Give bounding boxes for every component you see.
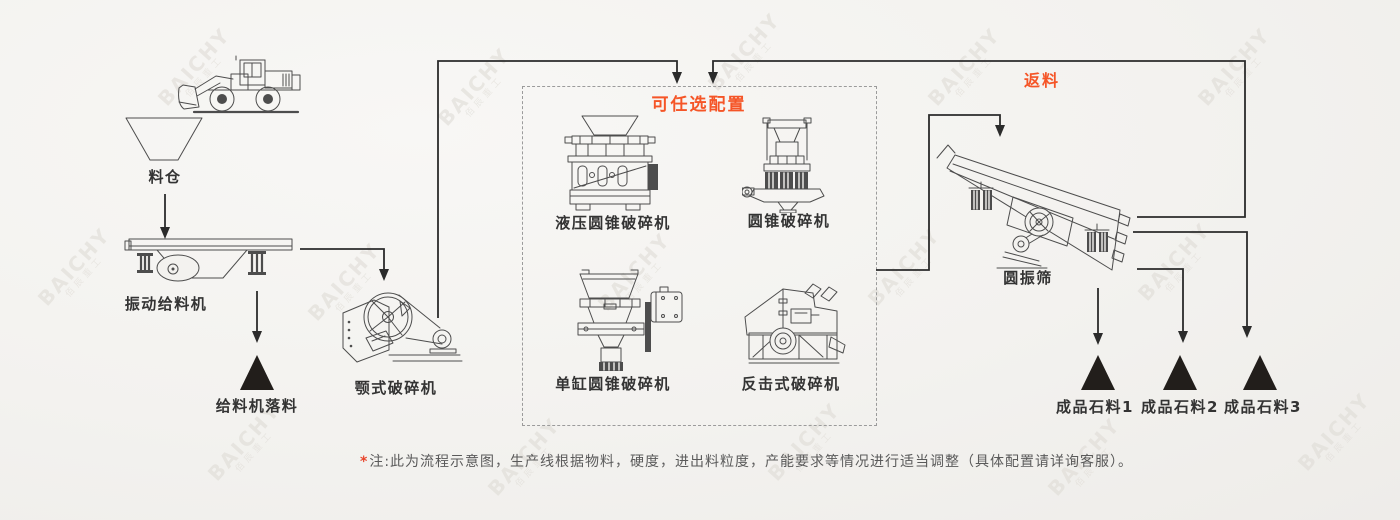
disclaimer-note: *注:此为流程示意图，生产线根据物料，硬度，进出料粒度，产能要求等情况进行适当调… bbox=[360, 451, 1133, 471]
label-optional-config: 可任选配置 bbox=[651, 95, 747, 115]
label-feeder: 振动给料机 bbox=[124, 295, 208, 313]
hydraulic-cone-crusher-icon bbox=[564, 115, 658, 211]
optional-config-box bbox=[522, 86, 877, 426]
cone-crusher-icon bbox=[742, 117, 825, 213]
label-product2: 成品石料2 bbox=[1141, 398, 1219, 416]
label-hydraulic-cone: 液压圆锥破碎机 bbox=[555, 214, 671, 232]
hopper-icon bbox=[125, 117, 203, 161]
product3-triangle bbox=[1243, 355, 1277, 390]
single-cylinder-cone-crusher-icon bbox=[577, 269, 683, 371]
jaw-crusher-icon bbox=[342, 292, 463, 363]
label-product1: 成品石料1 bbox=[1056, 398, 1134, 416]
label-feeder-drop: 给料机落料 bbox=[215, 397, 299, 415]
drop-pile-triangle bbox=[240, 355, 274, 390]
label-vibrating-screen: 圆振筛 bbox=[1003, 269, 1053, 287]
product1-triangle bbox=[1081, 355, 1115, 390]
note-asterisk: * bbox=[360, 454, 369, 470]
vibrating-feeder-icon bbox=[124, 238, 293, 282]
label-cone-crusher: 圆锥破碎机 bbox=[747, 212, 831, 230]
label-hopper: 料仓 bbox=[148, 168, 182, 186]
wheel-loader-icon bbox=[178, 55, 301, 114]
label-single-cylinder: 单缸圆锥破碎机 bbox=[555, 375, 671, 393]
impact-crusher-icon bbox=[744, 283, 846, 364]
label-return-material: 返料 bbox=[1023, 71, 1061, 90]
product2-triangle bbox=[1163, 355, 1197, 390]
label-product3: 成品石料3 bbox=[1224, 398, 1302, 416]
label-impact-crusher: 反击式破碎机 bbox=[741, 375, 841, 393]
label-jaw-crusher: 颚式破碎机 bbox=[354, 379, 438, 397]
vibrating-screen-icon bbox=[936, 144, 1131, 271]
note-text: 注:此为流程示意图，生产线根据物料，硬度，进出料粒度，产能要求等情况进行适当调整… bbox=[369, 454, 1134, 470]
